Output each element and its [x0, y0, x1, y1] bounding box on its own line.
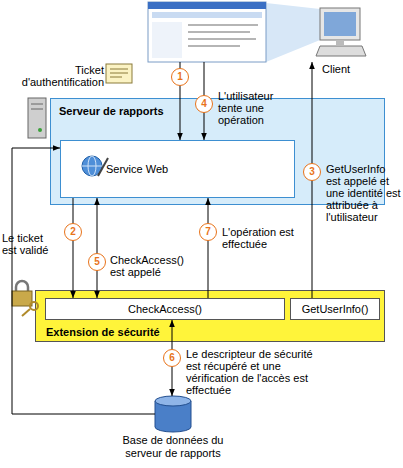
padlock-body	[12, 291, 32, 306]
browser-line	[188, 31, 250, 33]
box-title: Extension de sécurité	[46, 326, 246, 339]
ticket-line	[110, 69, 128, 70]
keyboard	[316, 46, 366, 56]
pen-icon	[98, 158, 108, 176]
note-text: Le ticket est validé	[2, 232, 60, 256]
connector-arrow	[204, 62, 205, 140]
client-label: Client	[322, 63, 372, 76]
browser-window	[148, 2, 266, 62]
method-label: GetUserInfo()	[291, 303, 379, 316]
connector-arrow	[208, 198, 209, 298]
connector-arrow	[312, 62, 313, 298]
globe-equator	[82, 166, 102, 167]
padlock-shackle	[16, 281, 28, 292]
connector-arrow	[97, 198, 98, 298]
monitor-stand	[336, 40, 344, 45]
browser-line	[188, 45, 240, 47]
key-icon	[22, 309, 30, 316]
ticket-icon	[106, 64, 132, 83]
note-text: L'opération est effectuée	[222, 226, 302, 250]
server-icon	[28, 98, 46, 138]
browser-header	[152, 12, 262, 18]
server-led	[38, 128, 42, 132]
note-text: Le descripteur de sécurité est récupéré …	[186, 348, 318, 396]
server-slot	[31, 104, 43, 105]
browser-sidebar	[152, 22, 182, 58]
browser-titlebar	[148, 2, 266, 9]
database-top	[155, 396, 191, 406]
method-box: CheckAccess()	[45, 298, 285, 320]
browser-line	[188, 38, 256, 40]
connector-arrow	[12, 148, 155, 414]
server-box: Serveur de rapportsService Web	[50, 98, 385, 205]
note-text: Ticket d'authentification	[20, 64, 104, 88]
ticket-line	[110, 77, 122, 78]
monitor-screen	[324, 12, 356, 36]
connector-arrow	[172, 320, 173, 396]
extension-box: Extension de sécurité CheckAccess() GetUse…	[35, 290, 385, 342]
database-label: Base de données du serveur de rapports	[118, 434, 228, 460]
note-text: CheckAccess() est appelé	[110, 254, 192, 278]
connector-arrow	[180, 62, 181, 140]
ticket-line	[110, 73, 128, 74]
browser-line	[188, 24, 258, 26]
connector-arrow	[73, 198, 74, 298]
key-icon	[30, 302, 38, 310]
zoom-shade	[266, 3, 320, 62]
method-label: CheckAccess()	[46, 303, 284, 316]
server-slot	[31, 109, 43, 110]
monitor	[320, 8, 360, 40]
method-box: GetUserInfo()	[290, 298, 380, 320]
box-title: Serveur de rapports	[59, 105, 259, 118]
service-label: Service Web	[106, 163, 256, 176]
